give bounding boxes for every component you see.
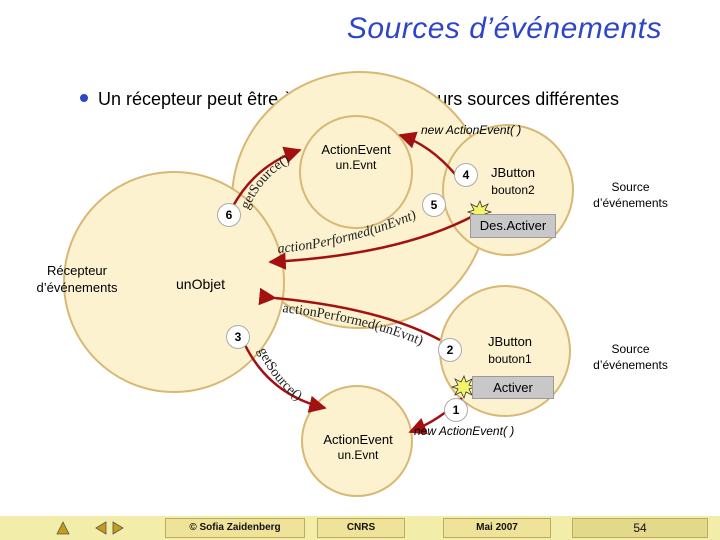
jbutton2-label: JButton <box>490 165 536 180</box>
click-burst-icon-bottom <box>450 374 477 400</box>
arrow-new-event-top <box>398 131 456 175</box>
top-event-var: un.Evnt <box>335 158 377 172</box>
arrow-getsource-bottom <box>243 344 327 413</box>
source-label-top-2: d’événements <box>593 196 668 210</box>
bottom-event-name: ActionEvent <box>323 432 393 447</box>
arrow-action-performed-bottom <box>258 287 441 342</box>
arrow-action-performed-top <box>268 213 476 270</box>
bottom-event-var: un.Evnt <box>337 448 379 462</box>
receiver-label-2: d’événements <box>36 280 118 295</box>
bullet-icon <box>80 94 88 103</box>
source-label-top-1: Source <box>611 180 650 194</box>
arrow-getsource-top <box>230 146 302 209</box>
step-6-badge: 6 <box>217 203 241 227</box>
source-label-bottom-2: d’événements <box>593 358 668 372</box>
footer-org: CNRS <box>317 518 405 538</box>
jbutton1-label: JButton <box>487 334 533 349</box>
receiver-object-name: unObjet <box>176 276 226 292</box>
new-event-label-top: new ActionEvent( ) <box>421 123 522 137</box>
jbutton2-var: bouton2 <box>491 183 535 197</box>
source-label-bottom-1: Source <box>611 342 650 356</box>
top-event-name: ActionEvent <box>321 142 391 157</box>
receiver-label-1: Récepteur <box>47 263 107 278</box>
next-nav-icon[interactable] <box>110 520 126 536</box>
step-4-badge: 4 <box>454 163 478 187</box>
step-1-badge: 1 <box>444 398 468 422</box>
footer-author: © Sofia Zaidenberg <box>165 518 305 538</box>
footer-date: Mai 2007 <box>443 518 551 538</box>
step-2-badge: 2 <box>438 338 462 362</box>
slide-title: Sources d’événements <box>346 12 662 45</box>
home-nav-icon[interactable] <box>55 520 71 536</box>
new-event-label-bottom: new ActionEvent( ) <box>414 424 515 438</box>
diagram-canvas: getSource() actionPerformed(unEvnt) acti… <box>63 71 574 497</box>
top-event-circle <box>299 115 413 229</box>
des-activer-button[interactable]: Des.Activer <box>470 214 556 238</box>
footer-page-number: 54 <box>572 518 708 538</box>
bottom-event-circle <box>301 385 413 497</box>
prev-nav-icon[interactable] <box>93 520 109 536</box>
jbutton1-var: bouton1 <box>488 352 532 366</box>
activer-button[interactable]: Activer <box>472 376 554 399</box>
getsource-label-bottom: getSource() <box>254 345 305 404</box>
step-3-badge: 3 <box>226 325 250 349</box>
step-5-badge: 5 <box>422 193 446 217</box>
